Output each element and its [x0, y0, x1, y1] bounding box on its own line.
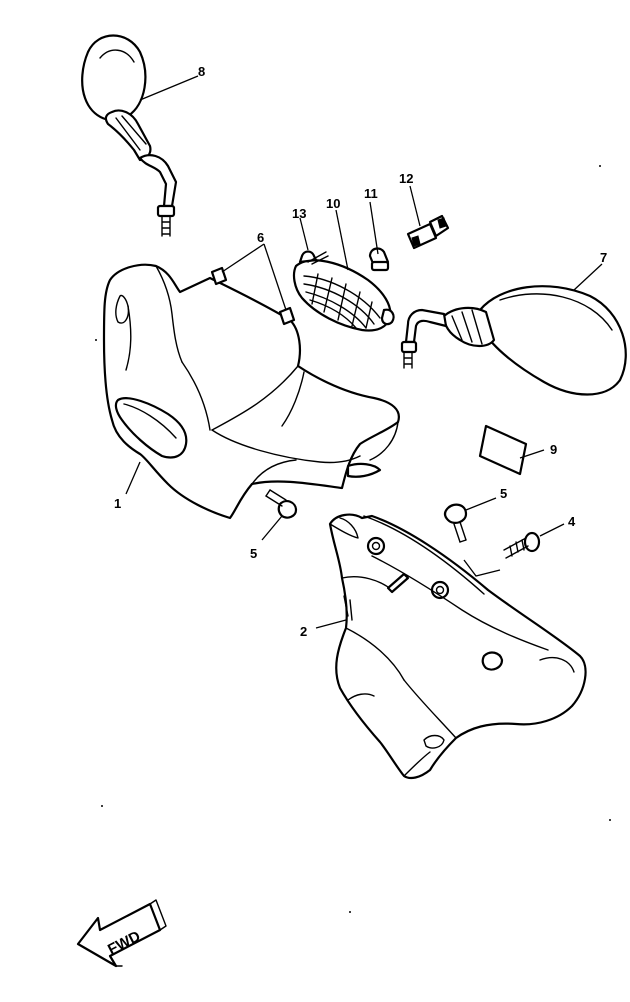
- bulb-socket: [406, 214, 450, 250]
- mirror-right: [400, 285, 627, 396]
- print-specks: [95, 165, 611, 913]
- bolt-4: [503, 531, 541, 559]
- callout-13: 13: [292, 206, 306, 221]
- callout-11: 11: [364, 186, 378, 201]
- screw-5-right: [443, 503, 468, 543]
- screw-13: [298, 250, 329, 265]
- callout-10: 10: [326, 196, 340, 211]
- callout-6: 6: [257, 230, 264, 245]
- callout-1: 1: [114, 496, 121, 511]
- fwd-direction-arrow: FWD: [76, 899, 167, 968]
- callout-7: 7: [600, 250, 607, 265]
- headlight-lens: [292, 259, 395, 332]
- callout-labels: 1 2 4 5 5 6 7 8 9 10 11 12 13: [114, 64, 607, 639]
- callout-4: 4: [568, 514, 576, 529]
- callout-2: 2: [300, 624, 307, 639]
- label-sticker: [478, 424, 528, 476]
- callout-8: 8: [198, 64, 205, 79]
- callout-12: 12: [399, 171, 413, 186]
- leader-lines: [125, 75, 603, 629]
- screw-5-left: [265, 489, 298, 519]
- callout-5-right: 5: [500, 486, 507, 501]
- handlebar-cover-front: [102, 263, 400, 520]
- callout-9: 9: [550, 442, 557, 457]
- mirror-left: [81, 34, 178, 237]
- handlebar-cover-rear: [328, 513, 587, 780]
- bulb: [368, 247, 390, 272]
- callout-5-left: 5: [250, 546, 257, 561]
